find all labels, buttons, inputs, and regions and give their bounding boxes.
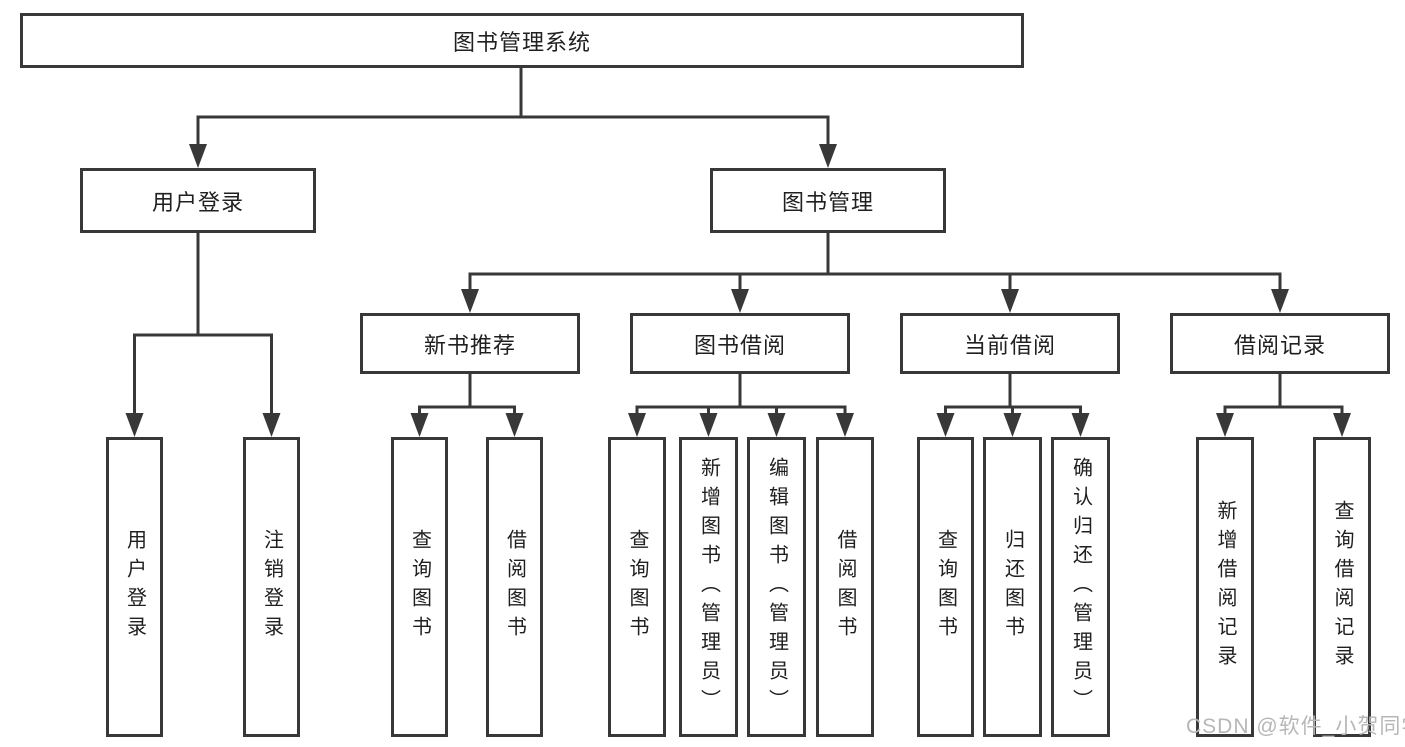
arrowhead [819,144,837,168]
node-label: 图书管理 [781,189,874,215]
arrowhead [628,413,646,437]
node-book-borrowing: 图书借阅 [630,313,850,374]
arrowhead [1003,413,1022,437]
node-current-borrowing: 当前借阅 [900,313,1120,374]
node-leaf-edit-books-admin: 编辑图书（管理员） [747,437,806,737]
node-label: 编辑图书（管理员） [765,456,788,718]
node-label: 查询图书 [934,529,957,645]
arrowhead [836,413,854,437]
arrowhead [1271,289,1289,313]
node-label: 借阅图书 [503,529,526,645]
node-label: 查询图书 [626,529,648,645]
node-label: 新增借阅记录 [1214,500,1236,674]
node-leaf-borrow-books: 借阅图书 [816,437,874,737]
node-label: 查询图书 [408,529,431,645]
arrowhead [505,413,524,437]
node-label: 用户登录 [123,529,146,645]
arrowhead [262,413,281,437]
node-label: 借阅记录 [1233,332,1326,358]
arrowhead [699,413,718,437]
arrowhead [410,413,429,437]
node-label: 用户登录 [151,189,244,215]
connector-book-mgmt-to-level3 [461,233,1289,313]
node-leaf-confirm-return-admin: 确认归还（管理员） [1051,437,1110,737]
node-leaf-add-borrow-record: 新增借阅记录 [1196,437,1254,737]
connector-root-to-level2 [189,68,837,168]
node-label: 新增图书（管理员） [697,456,720,718]
connector-current-borrow-to-leaves [936,374,1090,437]
connector-new-book-to-leaves [410,374,524,437]
node-label: 图书借阅 [693,332,786,358]
connector-user-login-to-leaves [125,233,281,437]
arrowhead [1333,413,1351,437]
node-leaf-user-login: 用户登录 [106,437,163,737]
node-label: 新书推荐 [423,332,516,358]
node-label: 查询借阅记录 [1331,500,1353,674]
node-leaf-query-borrow-record: 查询借阅记录 [1313,437,1371,737]
arrowhead [731,289,749,313]
node-leaf-borrow-books-recommend: 借阅图书 [486,437,543,737]
node-user-login: 用户登录 [80,168,316,233]
node-leaf-logout: 注销登录 [243,437,300,737]
node-borrowing-records: 借阅记录 [1170,313,1390,374]
arrowhead [1071,413,1090,437]
arrowhead [767,413,786,437]
node-label: 当前借阅 [963,332,1056,358]
csdn-watermark: CSDN @软件_小贺同学 [1186,715,1405,738]
node-leaf-query-books-recommend: 查询图书 [391,437,448,737]
node-label: 注销登录 [260,529,283,645]
node-leaf-query-books-current: 查询图书 [917,437,974,737]
node-library-management-system: 图书管理系统 [20,13,1024,68]
arrowhead [1216,413,1234,437]
arrowhead [125,413,144,437]
node-label: 借阅图书 [834,529,856,645]
arrowhead [189,144,207,168]
node-new-book-recommend: 新书推荐 [360,313,580,374]
node-leaf-query-books-borrow: 查询图书 [608,437,666,737]
arrowhead [1001,289,1019,313]
arrowhead [936,413,955,437]
node-book-management: 图书管理 [710,168,946,233]
node-label: 归还图书 [1001,529,1024,645]
node-label: 图书管理系统 [452,29,591,55]
arrowhead [461,289,479,313]
node-leaf-return-books: 归还图书 [983,437,1042,737]
connector-borrow-records-to-leaves [1216,374,1351,437]
connector-book-borrow-to-leaves [628,374,854,437]
node-label: 确认归还（管理员） [1069,456,1092,718]
node-leaf-add-books-admin: 新增图书（管理员） [679,437,738,737]
